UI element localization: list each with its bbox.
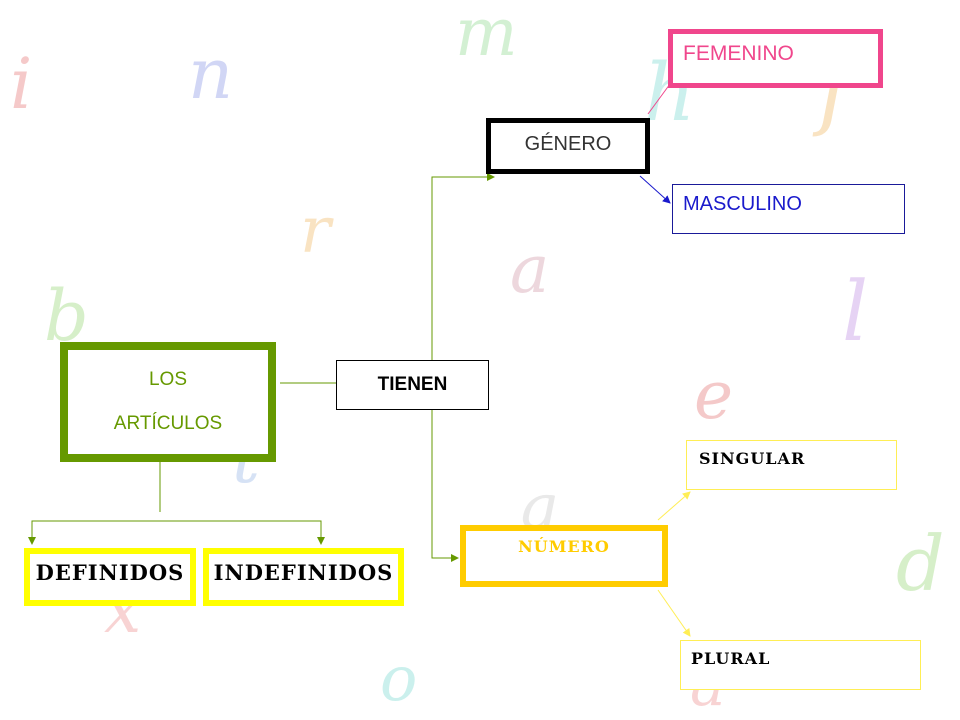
connector-genero-femenino — [647, 83, 671, 115]
connector-tienen-numero — [431, 410, 459, 562]
node-los-articulos-line1: LOS — [148, 369, 188, 390]
node-numero-label: NÚMERO — [518, 537, 610, 556]
node-singular: SINGULAR — [686, 440, 897, 490]
node-numero: NÚMERO — [460, 525, 668, 587]
bg-letter-m: m — [455, 0, 518, 71]
node-tienen: TIENEN — [336, 360, 489, 410]
node-femenino: FEMENINO — [668, 29, 883, 88]
connector-to-definidos — [31, 520, 322, 543]
node-los-articulos: LOS ARTÍCULOS — [60, 342, 276, 462]
bg-letter-d: d — [896, 519, 945, 608]
node-definidos: DEFINIDOS — [24, 548, 196, 606]
node-masculino-label: MASCULINO — [683, 193, 802, 215]
node-indefinidos-label: INDEFINIDOS — [213, 560, 394, 585]
node-masculino: MASCULINO — [672, 184, 905, 234]
connector-tienen-genero — [431, 173, 495, 360]
connector-numero-plural — [657, 589, 691, 637]
bg-letter-n: n — [188, 33, 233, 115]
arrow-indefinidos — [317, 537, 325, 545]
bg-letter-e: e — [694, 357, 733, 434]
connector-numero-singular — [657, 491, 691, 521]
node-singular-label: SINGULAR — [699, 449, 806, 468]
bg-letter-a: a — [510, 231, 549, 308]
node-plural-label: PLURAL — [691, 649, 771, 668]
bg-letter-r: r — [300, 194, 334, 268]
node-definidos-label: DEFINIDOS — [35, 560, 185, 585]
bg-letter-i: i — [10, 43, 32, 125]
bg-letter-l: l — [842, 265, 868, 360]
node-genero: GÉNERO — [486, 118, 650, 174]
node-femenino-label: FEMENINO — [683, 42, 794, 65]
node-tienen-label: TIENEN — [377, 374, 448, 395]
node-los-articulos-line2: ARTÍCULOS — [113, 413, 223, 434]
node-genero-label: GÉNERO — [524, 133, 612, 155]
arrow-definidos — [28, 537, 36, 545]
node-indefinidos: INDEFINIDOS — [203, 548, 404, 606]
connector-genero-masculino — [639, 175, 671, 204]
bg-letter-o: o — [380, 642, 417, 715]
node-plural: PLURAL — [680, 640, 921, 690]
